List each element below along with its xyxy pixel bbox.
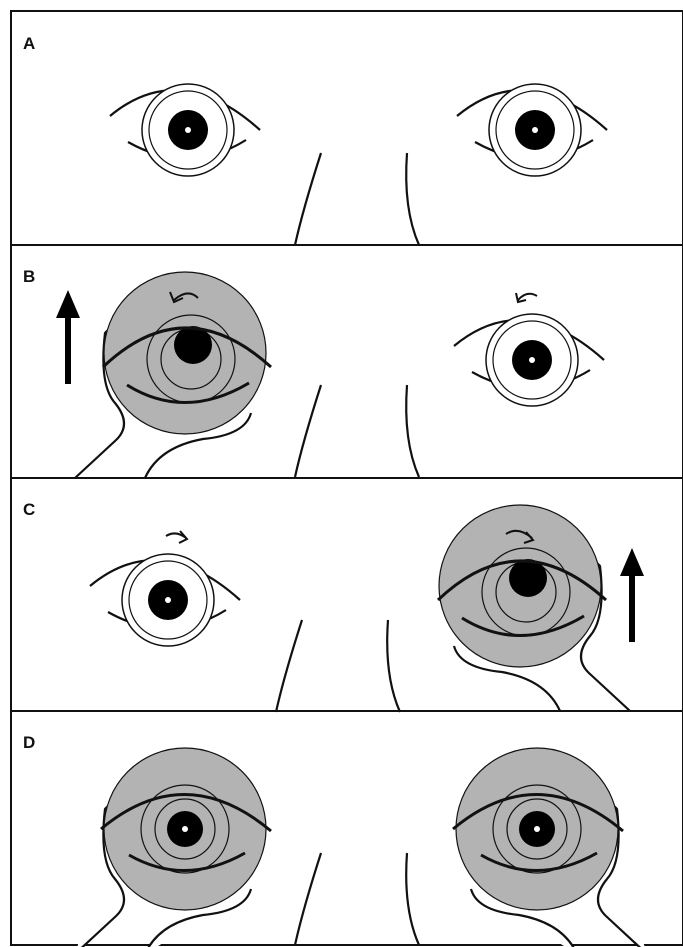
panel-d-left-occluder-disc <box>453 748 623 910</box>
panel-b-covered-right-eye <box>75 272 271 478</box>
panel-d-label: D <box>23 733 35 752</box>
panel-b-nose <box>295 385 419 477</box>
panel-c-up-arrow <box>620 548 644 642</box>
panel-c-open-right-eye <box>90 554 240 646</box>
panel-d-right-occluder-disc <box>101 748 271 910</box>
panel-a-nose <box>295 153 419 245</box>
panel-c-occluder-disc <box>438 505 606 667</box>
panel-b: B <box>23 267 604 478</box>
panel-d-covered-left-eye <box>453 748 647 947</box>
panel-c-covered-left-eye <box>438 505 630 711</box>
panel-a-left-eye <box>110 84 260 176</box>
panel-b-open-left-eye <box>454 314 604 406</box>
panel-d-nose <box>295 853 419 945</box>
panel-d-covered-right-eye <box>75 748 271 947</box>
panel-d: D <box>23 733 647 947</box>
panel-a-right-eye <box>457 84 607 176</box>
panel-b-occluder-disc <box>103 272 271 434</box>
panel-b-rotation-arrow-right-eye <box>518 294 537 300</box>
panel-c-label: C <box>23 500 35 519</box>
panel-a: A <box>23 34 607 245</box>
panel-c-nose <box>276 620 400 712</box>
panel-b-up-arrow <box>56 290 80 384</box>
panel-b-label: B <box>23 267 35 286</box>
panel-a-label: A <box>23 34 35 53</box>
panel-c: C <box>23 500 644 712</box>
